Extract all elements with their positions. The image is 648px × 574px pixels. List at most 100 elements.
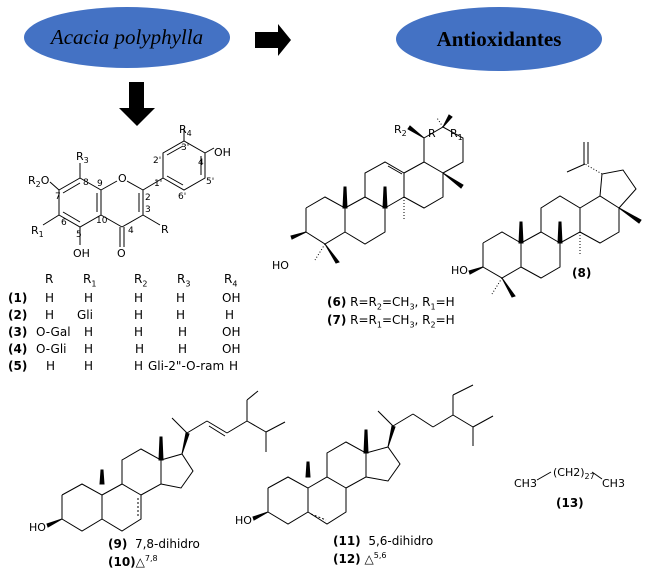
locant: 7 [55, 192, 61, 202]
cell: H [134, 325, 144, 339]
cell: H [134, 291, 144, 305]
caption-text: 5,6 [373, 551, 387, 560]
locant: 1' [154, 179, 162, 189]
cell: H [178, 342, 188, 356]
header-R4: R4 [224, 272, 238, 289]
hydroxyl-4prime: OH [214, 146, 231, 159]
cell: OH [222, 342, 241, 356]
header-R3: R3 [177, 272, 191, 289]
locant: 4' [198, 158, 206, 168]
caption-6: (6) R=R2=CH3, R1=H [327, 295, 455, 312]
caption-13: (13) [556, 496, 584, 510]
cell: OH [222, 291, 241, 305]
caption-text: 7,8-dihidro [134, 537, 200, 551]
source-plant-label: Acacia polyphylla [50, 25, 204, 49]
hydroxyl: HO [272, 259, 289, 272]
compound-id: (9) [108, 537, 128, 551]
caption-text: 5,6-dihidro [368, 534, 434, 548]
cell: H [84, 325, 94, 339]
sterol-11-12-labels: HO [235, 514, 252, 527]
cell: H [45, 291, 55, 305]
header-R2: R2 [134, 272, 148, 289]
alkane-formula: CH3 [514, 477, 537, 490]
hydroxyl: HO [29, 521, 46, 534]
cell: H [46, 359, 56, 373]
cell: Gli-2"-O-ram [148, 359, 225, 373]
hydroxyl-5: OH [73, 247, 90, 260]
locant: 8 [83, 178, 89, 188]
hydroxyl: HO [451, 264, 468, 277]
chain-count: 27 [584, 472, 595, 482]
locant: 3 [145, 205, 151, 215]
source-plant-node: Acacia polyphylla [24, 7, 230, 68]
row-id: (3) [8, 325, 28, 339]
cell: Gli [77, 308, 93, 322]
compound-id: (10) [108, 555, 136, 569]
locant: 5 [76, 230, 82, 240]
cell: H [229, 359, 239, 373]
cell: H [84, 342, 94, 356]
sterol-9-10-labels: HO [29, 521, 46, 534]
cell: H [134, 308, 144, 322]
caption-11: (11) 5,6-dihidro [333, 534, 433, 548]
cell: H [84, 291, 94, 305]
substituent-table: R R1 R2 R3 R4 (1) H H H H OH (2) H Gli H… [0, 270, 260, 373]
sterol-11-12-structure [252, 384, 494, 525]
cell: H [84, 359, 94, 373]
sterol-9-10-structure [46, 390, 286, 532]
caption-9: (9) 7,8-dihidro [108, 537, 200, 551]
triterpene-8-structure [468, 142, 642, 298]
locant: 4 [128, 226, 134, 236]
flavonoid-labels: O O OH OH R R1 R2O R3 R4 2 3 4 5 6 7 8 9… [28, 123, 231, 260]
substituent-R2O: R2O [28, 174, 50, 189]
carbonyl-oxygen: O [117, 247, 126, 260]
compound-id: (12) [333, 552, 361, 566]
hydroxyl: HO [235, 514, 252, 527]
cell: H [176, 308, 186, 322]
flavonoid-structure [42, 128, 215, 247]
compound-id: (8) [572, 266, 592, 280]
caption-text: 7,8 [144, 554, 158, 563]
cell: O-Gal [36, 325, 71, 339]
row-id: (1) [8, 291, 28, 305]
row-id: (4) [8, 342, 28, 356]
delta-icon: △ [135, 555, 145, 569]
compound-id: (6) [327, 295, 347, 309]
triterpene-6-7-structure [290, 114, 464, 264]
locant: 3' [181, 143, 189, 153]
substituent-R3: R3 [76, 150, 89, 165]
substituent-R: R [428, 127, 436, 140]
header-R: R [45, 272, 54, 286]
cell: O-Gli [36, 342, 67, 356]
locant: 2 [145, 193, 151, 203]
row-id: (2) [8, 308, 28, 322]
substituent-R2: R2 [394, 123, 407, 138]
compound-id: (11) [333, 534, 361, 548]
ring-oxygen: O [118, 172, 127, 185]
cell: H [176, 291, 186, 305]
caption-12: (12) △5,6 [333, 551, 386, 566]
substituent-R1: R1 [450, 127, 463, 142]
activity-node: Antioxidantes [396, 7, 602, 71]
cell: OH [222, 325, 241, 339]
right-arrow-icon [255, 24, 291, 56]
activity-label: Antioxidantes [436, 26, 562, 51]
cell: H [135, 342, 145, 356]
methyl-left: CH3 [514, 477, 537, 490]
alkane-chain: (CH2)27 [553, 466, 595, 481]
caption-8: (8) [572, 266, 591, 280]
locant: 10 [96, 216, 108, 226]
substituent-R4: R4 [179, 123, 192, 138]
alkane-13-structure [536, 471, 603, 481]
methyl-right: CH3 [602, 477, 625, 490]
locant: 5' [206, 177, 214, 187]
locant: 9 [97, 179, 103, 189]
cell: H [45, 308, 55, 322]
caption-7: (7) R=R1=CH3, R2=H [327, 313, 455, 330]
header-R1: R1 [83, 272, 97, 289]
locant: 6' [178, 192, 186, 202]
triterpene-6-7-labels: HO R2 R R1 [272, 123, 463, 272]
cell: H [225, 308, 235, 322]
cell: H [134, 359, 144, 373]
locant: 2' [153, 156, 161, 166]
